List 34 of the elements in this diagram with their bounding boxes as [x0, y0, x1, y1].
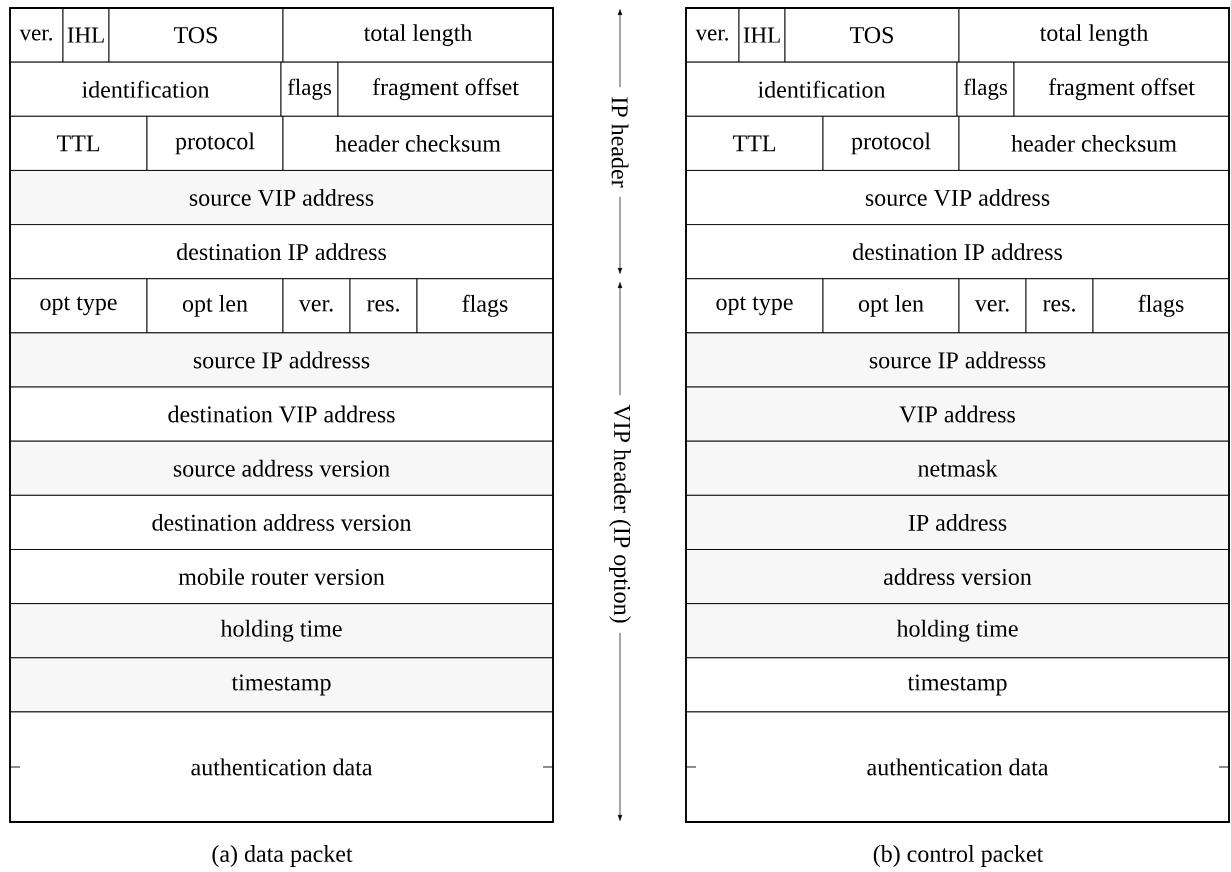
- caption: (a) data packet: [212, 845, 353, 867]
- field-cell: ver.: [958, 278, 1027, 334]
- field-cell: res.: [349, 278, 418, 334]
- field-cell: authentication data: [9, 711, 554, 823]
- field-cell: ver.: [282, 278, 351, 334]
- field-cell: source IP addresss: [685, 332, 1230, 388]
- caption: (b) control packet: [873, 845, 1044, 867]
- field-cell: timestamp: [685, 657, 1230, 713]
- field-cell: destination address version: [9, 494, 554, 550]
- field-cell: holding time: [685, 603, 1230, 659]
- field-cell: VIP address: [685, 386, 1230, 442]
- field-cell: source VIP address: [9, 170, 554, 226]
- field-cell: source address version: [9, 440, 554, 496]
- field-cell: flags: [280, 61, 339, 117]
- field-cell: source IP addresss: [9, 332, 554, 388]
- field-cell: IHL: [62, 7, 110, 63]
- field-cell: mobile router version: [9, 549, 554, 605]
- field-cell: protocol: [822, 115, 960, 171]
- field-cell: timestamp: [9, 657, 554, 713]
- field-cell: IHL: [738, 7, 786, 63]
- field-cell: opt type: [685, 278, 824, 334]
- field-cell: holding time: [9, 603, 554, 659]
- field-cell: flags: [956, 61, 1015, 117]
- field-cell: TTL: [685, 115, 824, 171]
- field-cell: opt type: [9, 278, 148, 334]
- dimension-label: IP header: [611, 97, 629, 188]
- field-cell: destination VIP address: [9, 386, 554, 442]
- field-cell: address version: [685, 549, 1230, 605]
- field-cell: IP address: [685, 494, 1230, 550]
- field-cell: res.: [1025, 278, 1094, 334]
- dimension-label: VIP header (IP option): [609, 404, 631, 623]
- field-cell: netmask: [685, 440, 1230, 496]
- field-cell: TTL: [9, 115, 148, 171]
- field-cell: protocol: [146, 115, 284, 171]
